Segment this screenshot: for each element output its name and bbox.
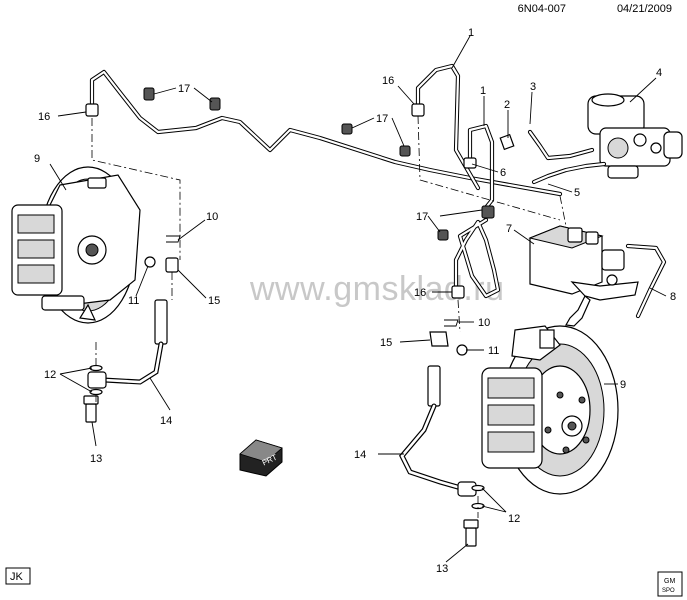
callout-12-right: 12: [508, 513, 520, 525]
callout-8: 8: [670, 291, 676, 303]
callout-9-left: 9: [34, 153, 40, 165]
callout-10-left: 10: [206, 211, 218, 223]
callout-7: 7: [506, 223, 512, 235]
corner-code-text: JK: [10, 571, 24, 583]
callout-11-right: 11: [488, 345, 499, 357]
assembly-dash-lines: [91, 115, 567, 518]
callout-2: 2: [504, 99, 510, 111]
diagram-code: 6N04-007: [518, 3, 566, 15]
abs-modulator: [528, 225, 639, 327]
master-cylinder: [587, 93, 683, 179]
logo-bottom-text: SPO: [662, 588, 675, 594]
diagram-date: 04/21/2009: [617, 3, 672, 15]
callout-16-left: 16: [38, 111, 50, 123]
callout-13-right: 13: [436, 563, 448, 575]
callout-15-left: 15: [208, 295, 220, 307]
callout-1-lower: 1: [480, 85, 486, 97]
leader-lines: [49, 35, 667, 563]
callout-14-right: 14: [354, 449, 366, 461]
callout-5: 5: [574, 187, 580, 199]
callout-17-left: 17: [178, 83, 190, 95]
callout-3: 3: [530, 81, 536, 93]
callout-9-right: 9: [620, 379, 626, 391]
right-brake-hose: [399, 331, 477, 497]
clips-17: [143, 87, 495, 241]
callout-10-right: 10: [478, 317, 490, 329]
fittings-16: [85, 103, 465, 299]
callout-16-middle: 16: [414, 287, 426, 299]
callout-1-upper: 1: [468, 27, 474, 39]
callout-12-left: 12: [44, 369, 56, 381]
front-arrow-icon: FRT: [239, 439, 283, 477]
brake-pipe-1-lower: [467, 123, 495, 213]
callout-6: 6: [500, 167, 506, 179]
brake-pipe-5: [531, 161, 607, 185]
clip-2: [499, 133, 515, 151]
callout-13-left: 13: [90, 453, 102, 465]
callout-15-right: 15: [380, 337, 392, 349]
gm-spo-logo: GM SPO: [657, 571, 683, 597]
corner-code-box: JK: [5, 567, 31, 585]
watermark-text: www.gmsklad.ru: [249, 270, 505, 308]
right-bolt-13: [463, 519, 479, 547]
brake-pipe-3: [527, 129, 595, 161]
logo-top-text: GM: [664, 578, 675, 585]
right-washer-12a: [471, 484, 485, 492]
left-bolt-13: [83, 395, 99, 423]
rear-brake-pipe: [89, 69, 563, 197]
left-clip-10: [166, 235, 181, 243]
left-caliper-assembly: [11, 166, 141, 324]
callout-17-right: 17: [416, 211, 428, 223]
callout-17-center: 17: [376, 113, 388, 125]
callout-labels: 1 1 2 3 4 5 6 7 8 9 9 10 10 11 11 12 12 …: [34, 27, 676, 575]
front-right-brake-pipe: [453, 217, 501, 299]
callout-11-left: 11: [128, 295, 139, 307]
fitting-6: [463, 157, 477, 169]
callout-16-top: 16: [382, 75, 394, 87]
right-caliper-assembly: [481, 325, 619, 495]
brake-pipe-1-upper: [415, 63, 481, 191]
brake-pipe-8: [625, 243, 667, 319]
right-clip-10: [444, 319, 459, 327]
callout-4: 4: [656, 67, 662, 79]
left-brake-hose: [87, 256, 179, 389]
callout-14-left: 14: [160, 415, 172, 427]
